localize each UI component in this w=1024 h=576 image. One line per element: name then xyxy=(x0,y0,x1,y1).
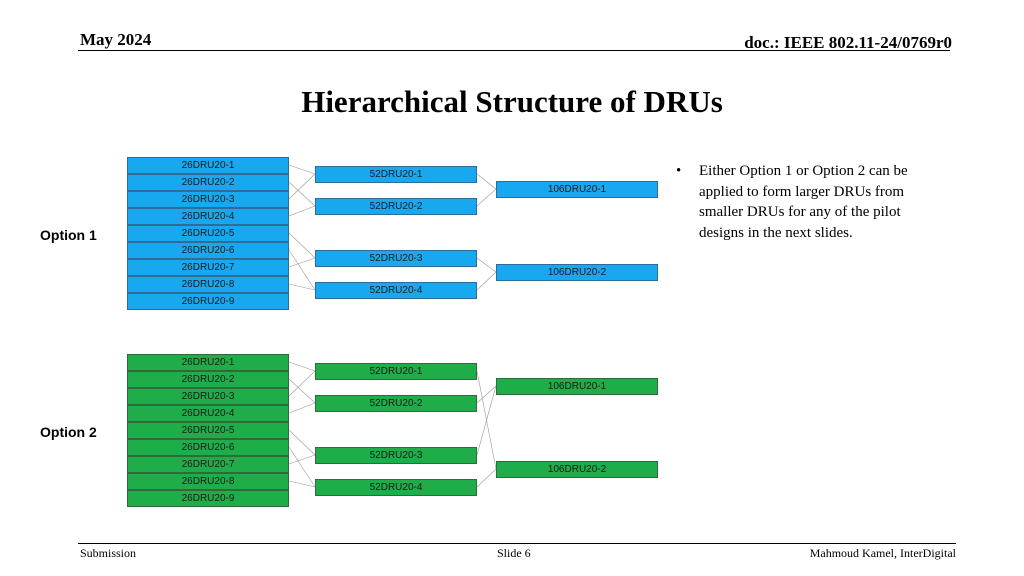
option-2-dru26-8: 26DRU20-8 xyxy=(127,473,289,490)
footer-slide-number: Slide 6 xyxy=(497,546,531,560)
option-1-dru52-1: 52DRU20-1 xyxy=(315,166,477,183)
option-1-dru26-1: 26DRU20-1 xyxy=(127,157,289,174)
option-1-dru52-4: 52DRU20-4 xyxy=(315,282,477,299)
option-1-dru106-2: 106DRU20-2 xyxy=(496,264,658,281)
header-date: May 2024 xyxy=(80,30,152,49)
header-divider xyxy=(78,50,950,51)
bullet-text: Either Option 1 or Option 2 can be appli… xyxy=(699,163,908,241)
option-1-dru26-3: 26DRU20-3 xyxy=(127,191,289,208)
option-1-dru52-2: 52DRU20-2 xyxy=(315,198,477,215)
header-doc-id: doc.: IEEE 802.11-24/0769r0 xyxy=(744,33,952,52)
option-2-dru26-9: 26DRU20-9 xyxy=(127,490,289,507)
option-1-dru26-2: 26DRU20-2 xyxy=(127,174,289,191)
bullet-marker: • xyxy=(676,163,682,179)
option-1-dru26-6: 26DRU20-6 xyxy=(127,242,289,259)
option-2-dru26-2: 26DRU20-2 xyxy=(127,371,289,388)
option-1-label: Option 1 xyxy=(40,227,97,243)
option-2-dru26-5: 26DRU20-5 xyxy=(127,422,289,439)
footer-submission: Submission xyxy=(80,546,137,560)
option-2-dru52-3: 52DRU20-3 xyxy=(315,447,477,464)
option-2-dru52-4: 52DRU20-4 xyxy=(315,479,477,496)
option-2-dru26-6: 26DRU20-6 xyxy=(127,439,289,456)
option-1-dru52-3: 52DRU20-3 xyxy=(315,250,477,267)
option-1-dru26-4: 26DRU20-4 xyxy=(127,208,289,225)
option-2-dru52-1: 52DRU20-1 xyxy=(315,363,477,380)
option-2-dru106-1: 106DRU20-1 xyxy=(496,378,658,395)
footer-divider xyxy=(78,543,956,544)
footer-author: Mahmoud Kamel, InterDigital xyxy=(809,546,956,560)
option-1-dru26-7: 26DRU20-7 xyxy=(127,259,289,276)
option-2-dru26-1: 26DRU20-1 xyxy=(127,354,289,371)
option-1-dru106-1: 106DRU20-1 xyxy=(496,181,658,198)
option-1-dru26-9: 26DRU20-9 xyxy=(127,293,289,310)
option-2-dru26-3: 26DRU20-3 xyxy=(127,388,289,405)
option-2-dru26-4: 26DRU20-4 xyxy=(127,405,289,422)
option-2-label: Option 2 xyxy=(40,424,97,440)
option-2-dru106-2: 106DRU20-2 xyxy=(496,461,658,478)
slide-title: Hierarchical Structure of DRUs xyxy=(301,84,723,119)
option-1-dru26-5: 26DRU20-5 xyxy=(127,225,289,242)
option-1-dru26-8: 26DRU20-8 xyxy=(127,276,289,293)
option-2-dru26-7: 26DRU20-7 xyxy=(127,456,289,473)
option-2-dru52-2: 52DRU20-2 xyxy=(315,395,477,412)
